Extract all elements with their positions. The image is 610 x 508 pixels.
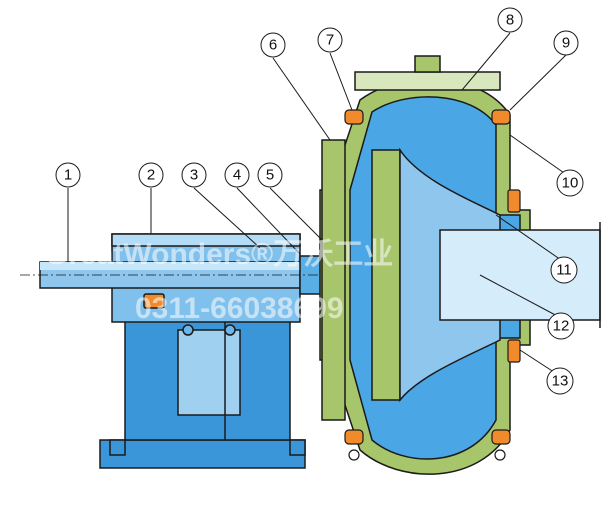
nameplate <box>143 293 165 309</box>
callout-12: 12 <box>547 312 575 340</box>
svg-text:13: 13 <box>552 373 569 390</box>
svg-text:8: 8 <box>506 12 514 29</box>
callout-7: 7 <box>317 27 343 53</box>
svg-text:7: 7 <box>326 32 334 49</box>
callout-8: 8 <box>497 7 523 33</box>
callout-1: 1 <box>55 162 81 188</box>
callout-3: 3 <box>181 162 207 188</box>
svg-text:9: 9 <box>562 35 570 52</box>
svg-text:12: 12 <box>553 318 570 335</box>
svg-text:2: 2 <box>147 167 155 184</box>
callout-2: 2 <box>138 162 164 188</box>
callout-9: 9 <box>553 30 579 56</box>
watermark-brand: GreatWonders®万沃工业 <box>45 238 393 271</box>
svg-text:3: 3 <box>190 167 198 184</box>
callouts: 1 2 3 4 5 6 7 8 9 10 11 12 13 <box>55 7 584 395</box>
watermark-phone: 0311-66038699 <box>135 292 344 325</box>
svg-text:5: 5 <box>266 167 274 184</box>
watermark: GreatWonders®万沃工业 0311-66038699 <box>45 238 393 325</box>
svg-text:10: 10 <box>562 175 579 192</box>
callout-10: 10 <box>556 169 584 197</box>
svg-text:1: 1 <box>64 167 72 184</box>
svg-text:6: 6 <box>269 37 277 54</box>
callout-13: 13 <box>546 367 574 395</box>
leader-lines <box>67 32 568 377</box>
pump-casing <box>319 55 601 475</box>
callout-4: 4 <box>224 162 250 188</box>
callout-5: 5 <box>257 162 283 188</box>
svg-text:11: 11 <box>556 262 572 279</box>
gaskets <box>344 109 521 461</box>
callout-6: 6 <box>260 32 286 58</box>
svg-text:4: 4 <box>233 167 241 184</box>
callout-11: 11 <box>550 256 578 284</box>
